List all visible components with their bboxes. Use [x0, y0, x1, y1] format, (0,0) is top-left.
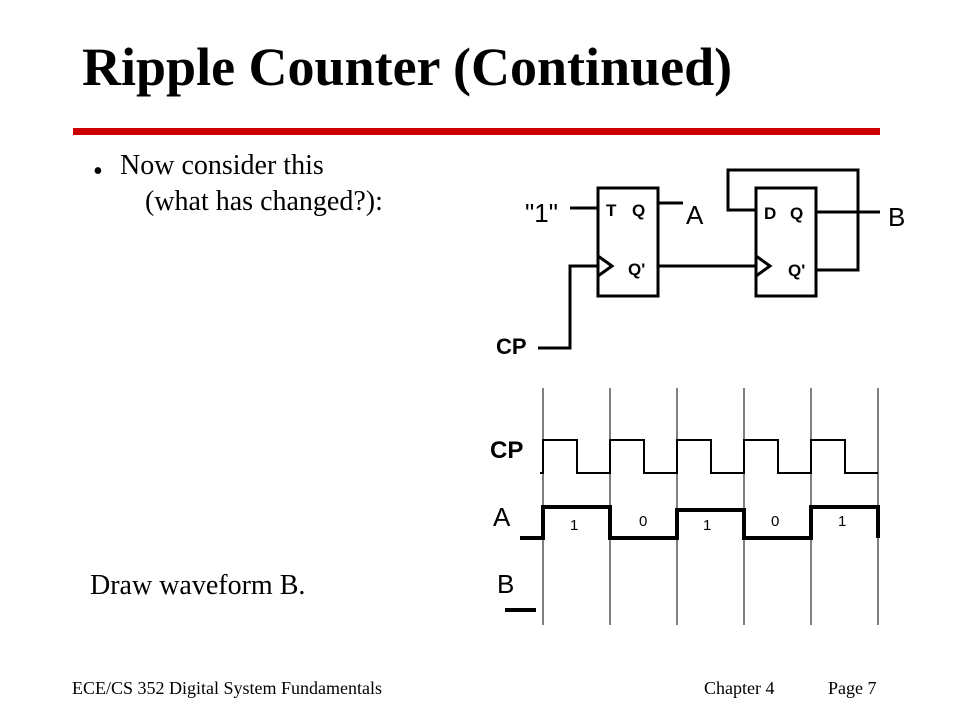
a-value-4: 0: [771, 513, 779, 530]
bullet-text-line2: (what has changed?):: [145, 186, 383, 217]
circuit-diagram: [538, 168, 880, 350]
output-a-label: A: [686, 200, 704, 230]
d-ff-clock-triangle: [755, 254, 773, 278]
timing-b-label: B: [497, 569, 514, 599]
wire-q2bar-feedback-to-d: [726, 168, 860, 272]
t-ff-q-label: Q: [632, 201, 645, 220]
footer-course: ECE/CS 352 Digital System Fundamentals: [72, 678, 382, 698]
timing-a-label: A: [493, 502, 511, 532]
title-underline: [73, 128, 880, 135]
circuit-cp-label: CP: [496, 334, 527, 359]
d-flip-flop-box: [754, 186, 818, 298]
wire-cp-to-clk1: [538, 264, 598, 350]
t-ff-clock-triangle: [597, 254, 615, 278]
a-value-5: 1: [838, 513, 846, 530]
a-waveform-group: [520, 505, 880, 540]
output-b-label: B: [888, 202, 905, 232]
timing-cp-label: CP: [490, 437, 523, 464]
d-ff-q-label: Q: [790, 204, 803, 223]
slide-title: Ripple Counter (Continued): [82, 37, 733, 97]
footer-page: Page 7: [828, 678, 877, 698]
a-value-1: 1: [570, 517, 578, 534]
d-pin-label: D: [764, 204, 776, 223]
input-one-label: "1": [525, 198, 558, 228]
a-value-3: 1: [703, 517, 711, 534]
t-flip-flop-box: [596, 186, 660, 298]
t-pin-label: T: [606, 201, 617, 220]
a-value-2: 0: [639, 513, 647, 530]
bullet-text-line1: Now consider this: [120, 150, 324, 181]
cp-waveform-group: [540, 439, 878, 474]
footer-chapter: Chapter 4: [704, 678, 775, 698]
draw-waveform-prompt: Draw waveform B.: [90, 570, 306, 601]
d-ff-qbar-label: Q': [788, 261, 805, 280]
cp-waveform: [540, 439, 878, 474]
bullet-dot: •: [93, 156, 103, 187]
a-waveform: [520, 505, 880, 540]
t-ff-qbar-label: Q': [628, 260, 645, 279]
